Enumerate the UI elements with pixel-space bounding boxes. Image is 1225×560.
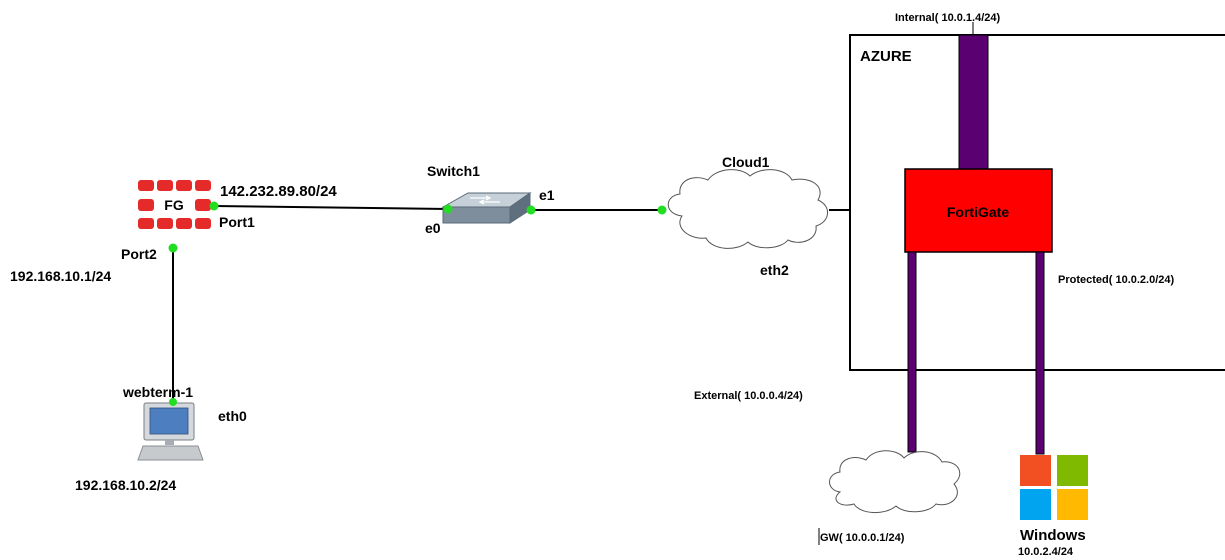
fg-node[interactable]: FG — [138, 180, 211, 229]
fg-block — [195, 218, 211, 229]
port-dot-webterm — [169, 398, 177, 406]
windows-logo[interactable] — [1020, 455, 1088, 520]
windows-tile-green — [1057, 455, 1088, 486]
fortigate-vm-label: FortiGate — [947, 204, 1009, 220]
fg-block — [138, 180, 154, 191]
fg-block — [157, 180, 173, 191]
switch1-e0: e0 — [425, 220, 441, 236]
fg-block — [157, 218, 173, 229]
fg-block — [195, 180, 211, 191]
switch1-name: Switch1 — [427, 163, 480, 179]
webterm-eth0: eth0 — [218, 408, 247, 424]
port-dot-switch-e0 — [443, 204, 453, 214]
port-dot-cloud1 — [657, 205, 667, 215]
windows-name: Windows — [1020, 527, 1086, 544]
azure-title: AZURE — [860, 48, 912, 65]
fg-block — [138, 218, 154, 229]
fortigate-vm[interactable] — [904, 168, 1053, 253]
fg-block — [176, 218, 192, 229]
fg-block — [195, 199, 211, 211]
windows-ip: 10.0.2.4/24 — [1018, 546, 1074, 558]
cloud-icon — [667, 169, 828, 249]
protected-link — [1035, 251, 1045, 455]
windows-tile-yellow — [1057, 489, 1088, 520]
keyboard — [137, 445, 204, 461]
external-link — [907, 251, 917, 453]
fg-center — [157, 198, 192, 212]
monitor-stand — [165, 440, 174, 445]
protected-label: Protected( 10.0.2.0/24) — [1058, 274, 1175, 286]
switch-arrows-icon — [470, 195, 500, 205]
webterm-computer-icon[interactable] — [137, 402, 204, 461]
fg-block — [138, 199, 154, 211]
cloud1-eth2: eth2 — [760, 262, 789, 278]
fg-port1-ip: 142.232.89.80/24 — [220, 183, 337, 200]
port-dot-fg-port2 — [168, 243, 178, 253]
link-fg-switch — [213, 205, 449, 210]
switch1-e1: e1 — [539, 187, 555, 203]
port-dot-switch-e1 — [526, 205, 536, 215]
windows-tile-red — [1020, 455, 1051, 486]
switch-front — [442, 206, 511, 224]
external-label: External( 10.0.0.4/24) — [694, 390, 803, 402]
internal-label: Internal( 10.0.1.4/24) — [895, 12, 1000, 24]
gw-cloud[interactable] — [829, 450, 961, 513]
cloud1-name: Cloud1 — [722, 154, 770, 170]
monitor-screen — [149, 407, 189, 435]
internal-link — [958, 34, 989, 171]
cloud1[interactable] — [667, 169, 828, 249]
gw-label: GW( 10.0.0.1/24) — [820, 532, 905, 544]
port-dot-fg-port1 — [209, 201, 219, 211]
fg-port2-ip: 192.168.10.1/24 — [10, 268, 111, 284]
fg-port2-label: Port2 — [121, 246, 157, 262]
cloud-icon — [829, 450, 961, 513]
webterm-name: webterm-1 — [122, 384, 193, 400]
windows-tile-blue — [1020, 489, 1051, 520]
fg-port1-label: Port1 — [219, 214, 255, 230]
fg-logo-text: FG — [164, 197, 184, 213]
webterm-ip: 192.168.10.2/24 — [75, 477, 176, 493]
fg-block — [176, 180, 192, 191]
switch1[interactable] — [441, 192, 532, 224]
